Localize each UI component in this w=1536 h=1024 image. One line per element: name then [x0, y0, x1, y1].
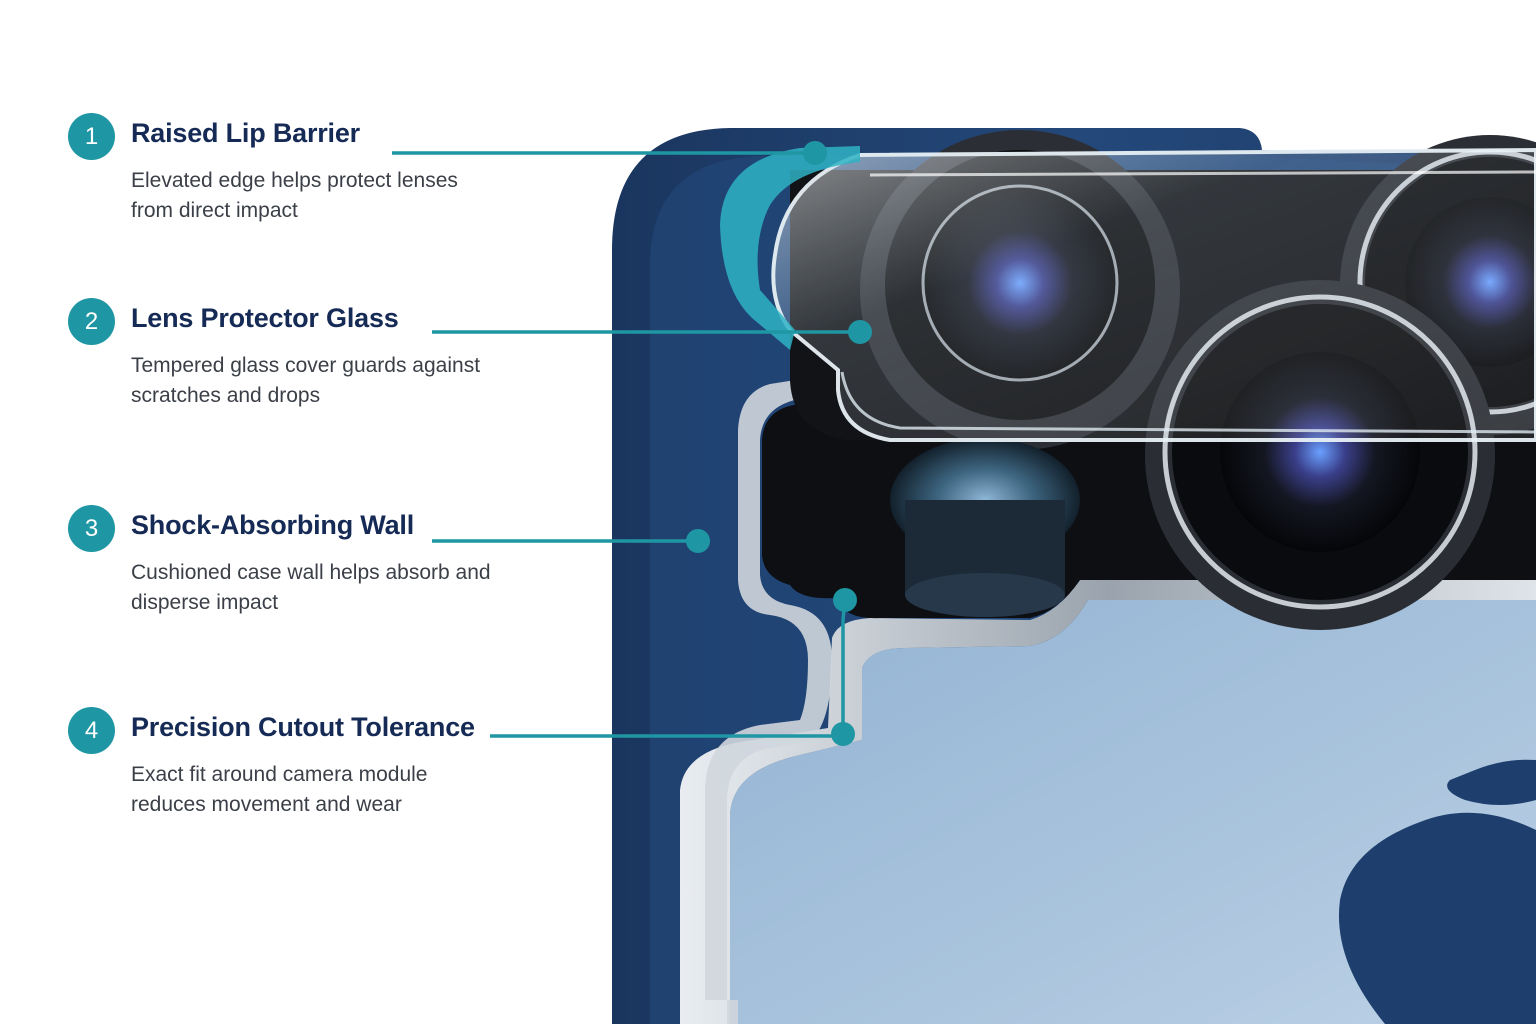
- leader-dot-1: [803, 141, 827, 165]
- callout-title: Precision Cutout Tolerance: [131, 712, 475, 742]
- callout-number-badge: 1: [68, 113, 115, 160]
- leader-dot-3: [686, 529, 710, 553]
- raised-lip-accent: [720, 146, 860, 350]
- leader-lines: [392, 151, 860, 738]
- glass-edge-highlight-lower: [840, 371, 1536, 434]
- callout-description: Exact fit around camera module reduces m…: [131, 763, 428, 816]
- leader-dot-2: [848, 320, 872, 344]
- case-wall-profile: [705, 365, 832, 1024]
- callout-description: Elevated edge helps protect lenses from …: [131, 169, 458, 222]
- callout-description: Tempered glass cover guards against scra…: [131, 354, 481, 407]
- callout-number-badge: 2: [68, 298, 115, 345]
- leader-dot-4a: [833, 588, 857, 612]
- callout-description: Cushioned case wall helps absorb and dis…: [131, 561, 491, 614]
- callout-title: Raised Lip Barrier: [131, 118, 360, 148]
- phone-back-surface: [730, 600, 1536, 1024]
- callout-number-badge: 3: [68, 505, 115, 552]
- apple-logo: [1338, 759, 1536, 1024]
- callout-title: Lens Protector Glass: [131, 303, 399, 333]
- leader-dots: [686, 141, 872, 746]
- glass-edge-highlight: [869, 170, 1536, 177]
- leader-dot-4b: [831, 722, 855, 746]
- callout-number-badge: 4: [68, 707, 115, 754]
- lens-protector-glass: [771, 147, 1536, 442]
- callout-title: Shock-Absorbing Wall: [131, 510, 415, 540]
